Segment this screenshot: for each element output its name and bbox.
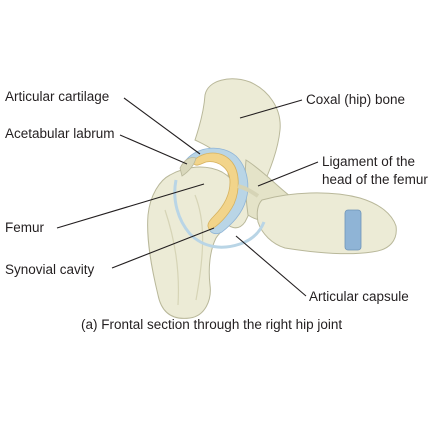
label-articular-capsule: Articular capsule <box>309 289 409 304</box>
label-synovial-cavity: Synovial cavity <box>5 262 95 277</box>
articular-capsule-illustration <box>173 179 266 249</box>
label-articular-cartilage: Articular cartilage <box>5 89 110 104</box>
label-femur: Femur <box>5 220 45 235</box>
leader-acetabular-labrum <box>119 134 188 165</box>
label-ligament-line-2: head of the femur <box>322 172 428 187</box>
label-acetabular-labrum: Acetabular labrum <box>5 126 115 141</box>
articular-cartilage-illustration <box>191 152 239 231</box>
leader-synovial-cavity <box>111 227 215 269</box>
ligament-illustration <box>237 184 260 198</box>
leader-femur <box>56 183 205 229</box>
leader-articular-capsule <box>235 235 307 297</box>
leader-ligament <box>257 161 319 187</box>
label-ligament-line-1: Ligament of the <box>322 154 416 169</box>
label-coxal-bone: Coxal (hip) bone <box>306 92 406 107</box>
figure-caption: (a) Frontal section through the right hi… <box>81 317 343 332</box>
pubic-ramus-illustration <box>256 192 397 255</box>
leader-lines <box>56 97 319 297</box>
leader-coxal-bone <box>239 99 303 119</box>
femur-illustration <box>147 166 242 319</box>
leader-articular-cartilage <box>123 97 201 155</box>
